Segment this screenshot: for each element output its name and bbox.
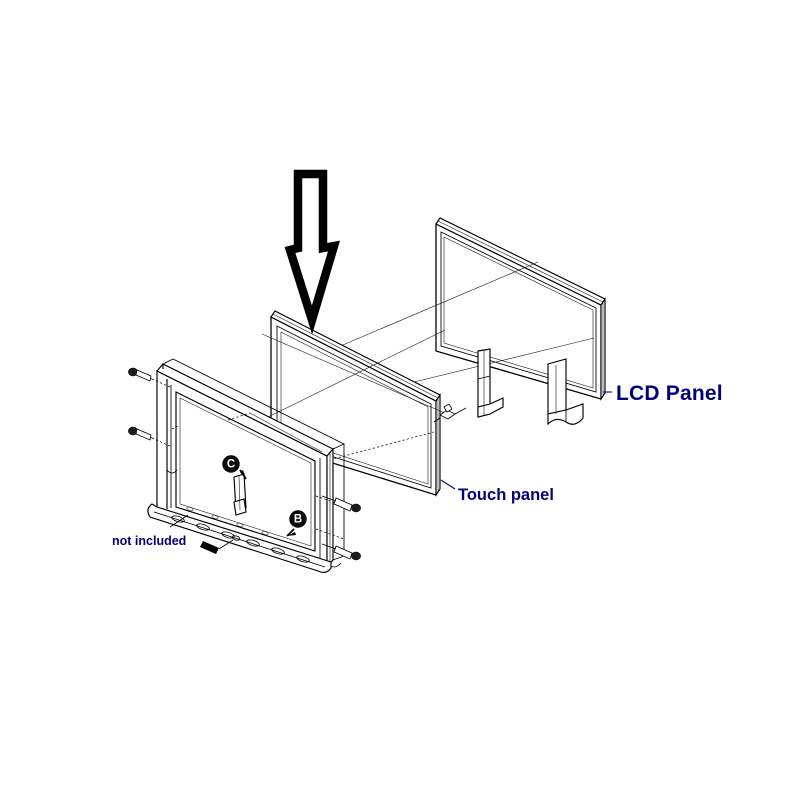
housing-window-opening <box>175 391 316 552</box>
screw-bottom-pin <box>200 535 241 554</box>
lcd-panel-bezel-inset <box>440 231 597 393</box>
touch-construction-line-b <box>261 333 448 415</box>
touch-panel-bezel-inset-2 <box>280 331 429 485</box>
lcd-panel-bottom-edge <box>435 350 602 400</box>
housing-left-notch <box>166 469 178 474</box>
touch-panel-leader-line <box>440 479 456 490</box>
housing-depth-top <box>162 358 345 445</box>
screw-upper-left-2 <box>128 426 173 448</box>
housing-dash-d <box>315 495 345 507</box>
callout-c-letter: C <box>227 459 235 471</box>
lcd-construction-line-b <box>330 261 539 351</box>
callout-c-arrowhead <box>240 470 246 479</box>
lcd-panel-label: LCD Panel <box>616 382 723 405</box>
assembly-direction-arrow <box>284 169 341 335</box>
callout-b-letter: B <box>294 514 302 526</box>
callout-b-leader <box>286 528 295 537</box>
callout-badge-b: B <box>286 510 307 537</box>
screw-right-2 <box>321 543 361 561</box>
housing-depth-right <box>332 443 345 561</box>
housing-dash-b <box>227 412 251 421</box>
housing-clip-tab-c <box>233 473 247 516</box>
housing-hair-b <box>249 412 323 453</box>
housing-dash-a <box>171 425 179 430</box>
not-included-leader-line <box>169 514 189 528</box>
touch-panel-connector-screw <box>433 403 467 423</box>
touch-panel-top-edge-line <box>272 313 439 399</box>
screw-upper-left-1 <box>128 367 173 389</box>
lcd-panel-component <box>330 217 612 426</box>
callout-c-circle <box>222 455 240 473</box>
callout-badge-c: C <box>222 455 247 480</box>
lcd-bracket-right <box>547 358 584 426</box>
touch-panel-label: Touch panel <box>458 486 554 504</box>
callout-b-circle <box>289 510 307 528</box>
lcd-construction-line-a <box>413 337 595 383</box>
lcd-bracket-left <box>477 348 504 418</box>
front-housing-component <box>128 358 361 574</box>
not-included-label: not included <box>112 534 186 548</box>
housing-dash-c <box>315 528 345 540</box>
touch-construction-line-a <box>261 329 446 421</box>
touch-panel-bezel-inset <box>276 325 432 489</box>
lcd-panel-bezel-inset-2 <box>443 236 594 389</box>
housing-window-inset <box>179 397 312 547</box>
screw-right-1 <box>321 495 361 513</box>
callout-b-arrowhead <box>287 532 296 536</box>
lcd-panel-top-edge-line <box>437 220 604 303</box>
